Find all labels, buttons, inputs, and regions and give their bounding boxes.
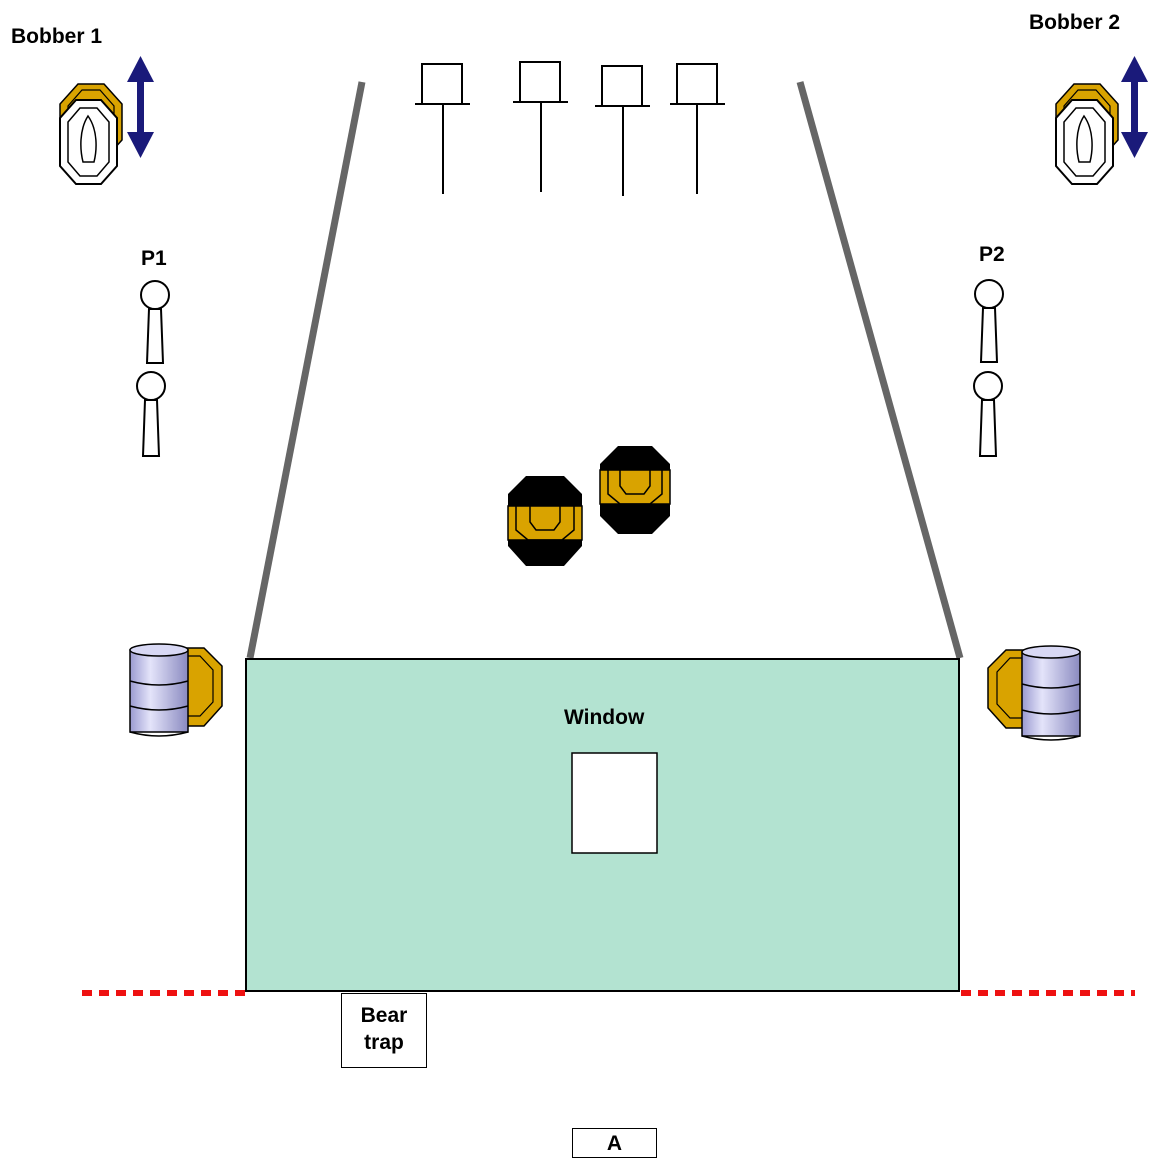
stand-target (513, 61, 568, 192)
start-position-a: A (572, 1128, 657, 1158)
popper-p2-top (974, 279, 1004, 363)
window-label: Window (564, 706, 645, 729)
bobber-1-target (59, 83, 123, 185)
bobber-1-label: Bobber 1 (11, 25, 103, 48)
center-target-left (507, 476, 583, 566)
popper-p2-bottom (973, 371, 1003, 457)
bobber-2-target (1055, 83, 1119, 185)
p2-label: P2 (979, 243, 1005, 266)
bear-trap-label-line2: trap (364, 1031, 404, 1054)
right-barrel (1021, 645, 1081, 741)
start-position-a-label: A (606, 1132, 623, 1155)
right-barrel-target (987, 649, 1029, 729)
bear-trap-label-line1: Bear (360, 1004, 408, 1027)
window-opening (571, 752, 658, 854)
stand-target (670, 63, 725, 194)
stand-target (595, 65, 650, 196)
center-target-right (599, 446, 671, 534)
p1-label: P1 (141, 247, 167, 270)
bobber-1-arrow-icon (127, 56, 154, 158)
left-barrel (129, 643, 189, 737)
popper-p1-bottom (136, 371, 166, 457)
bear-trap-box: Bear trap (341, 993, 427, 1068)
bobber-2-arrow-icon (1121, 56, 1148, 158)
left-barricade-line (246, 81, 366, 659)
bobber-2-label: Bobber 2 (1029, 11, 1121, 34)
popper-p1-top (140, 280, 170, 364)
right-barricade-line (796, 81, 964, 659)
stand-target (415, 63, 470, 194)
